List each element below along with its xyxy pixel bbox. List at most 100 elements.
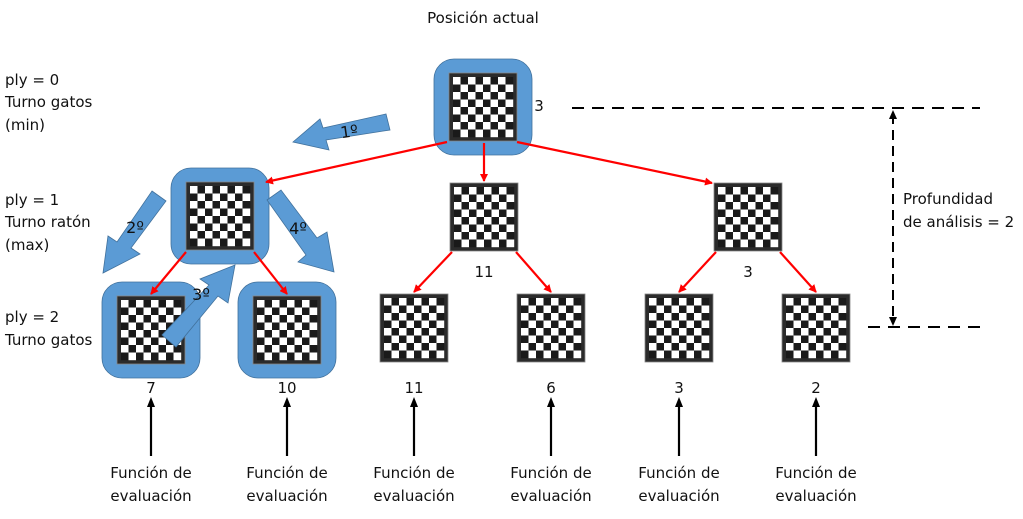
board-square	[121, 337, 129, 346]
board-square	[469, 224, 477, 233]
board-square	[763, 217, 771, 225]
board-square	[725, 239, 734, 248]
level1-board-1	[449, 182, 519, 252]
board-square	[679, 320, 687, 329]
board-square	[498, 84, 506, 93]
board-square	[158, 345, 167, 353]
board-square	[212, 216, 221, 224]
board-square	[686, 328, 695, 336]
board-square	[476, 209, 485, 218]
board-square	[421, 313, 430, 321]
board-square	[671, 298, 680, 306]
board-square	[490, 129, 499, 138]
board-square	[454, 239, 462, 248]
depth-arrow-up-icon	[889, 110, 897, 119]
board-square	[694, 298, 702, 306]
board-square	[302, 300, 310, 308]
board-square	[136, 352, 144, 361]
board-square	[469, 217, 477, 225]
board-square	[143, 307, 152, 316]
board-square	[649, 305, 657, 314]
board-square	[558, 335, 567, 344]
depth-arrow-down-icon	[889, 317, 897, 326]
board-square	[151, 345, 159, 353]
board-square	[671, 320, 680, 329]
board-square	[483, 114, 491, 123]
board-square	[701, 350, 710, 359]
board-square	[264, 352, 273, 361]
board-square	[793, 328, 802, 336]
board-square	[573, 305, 582, 314]
board-square	[294, 322, 303, 331]
board-square	[136, 307, 144, 316]
board-square	[484, 239, 492, 248]
eval-arrowhead-icon	[675, 397, 683, 407]
board-square	[491, 224, 500, 233]
board-square	[755, 217, 764, 225]
board-square	[391, 313, 400, 321]
board-square	[414, 320, 422, 329]
board-square	[664, 320, 672, 329]
board-square	[770, 202, 779, 210]
board-square	[573, 328, 582, 336]
board-square	[763, 187, 771, 195]
board-square	[242, 193, 251, 202]
board-square	[173, 352, 182, 361]
board-square	[421, 335, 430, 344]
board-square	[279, 337, 288, 346]
board-square	[384, 328, 392, 336]
tree-edge-arrow	[515, 251, 552, 293]
board-square	[551, 350, 559, 359]
step-arrow-3	[161, 264, 236, 348]
board-square	[128, 315, 137, 323]
step-arrow-3-label: 3º	[192, 285, 210, 304]
eval-label-line2: evaluación	[373, 487, 454, 505]
board-square	[309, 307, 318, 316]
board-square	[384, 313, 392, 321]
board-square	[566, 305, 574, 314]
board-square	[718, 224, 726, 233]
board-square	[454, 202, 462, 210]
board-square	[212, 193, 221, 202]
current-position-title: Posición actual	[427, 9, 539, 27]
board-square	[831, 343, 839, 351]
boards-layer	[116, 72, 851, 365]
board-square	[536, 313, 544, 321]
board-square	[391, 335, 400, 344]
board-square	[755, 239, 764, 248]
level2-board-2	[379, 293, 449, 363]
board-square	[257, 322, 265, 331]
board-square	[656, 298, 665, 306]
board-square	[143, 345, 152, 353]
board-square	[725, 187, 734, 195]
board-square	[220, 193, 228, 202]
board-square	[272, 300, 280, 308]
board-square	[671, 305, 680, 314]
board-square	[770, 239, 779, 248]
board-square	[294, 307, 303, 316]
board-square	[121, 300, 129, 308]
board-square	[460, 77, 469, 85]
board-square	[475, 92, 484, 100]
board-square	[453, 84, 461, 93]
leaf-value-1: 10	[277, 379, 296, 397]
board-square	[264, 322, 273, 331]
board-square	[566, 298, 574, 306]
board-square	[573, 335, 582, 344]
board-square	[499, 224, 507, 233]
root-value: 3	[534, 97, 544, 115]
board-square	[793, 350, 802, 359]
board-square	[838, 305, 847, 314]
board-square	[551, 313, 559, 321]
board-square	[694, 350, 702, 359]
board-square	[536, 335, 544, 344]
board-square	[808, 328, 817, 336]
board-square	[461, 194, 470, 203]
board-square	[121, 352, 129, 361]
board-square	[838, 350, 847, 359]
board-square	[701, 320, 710, 329]
board-square	[468, 129, 476, 138]
board-square	[429, 350, 437, 359]
board-square	[468, 107, 476, 115]
tree-edge-arrow	[265, 140, 448, 185]
